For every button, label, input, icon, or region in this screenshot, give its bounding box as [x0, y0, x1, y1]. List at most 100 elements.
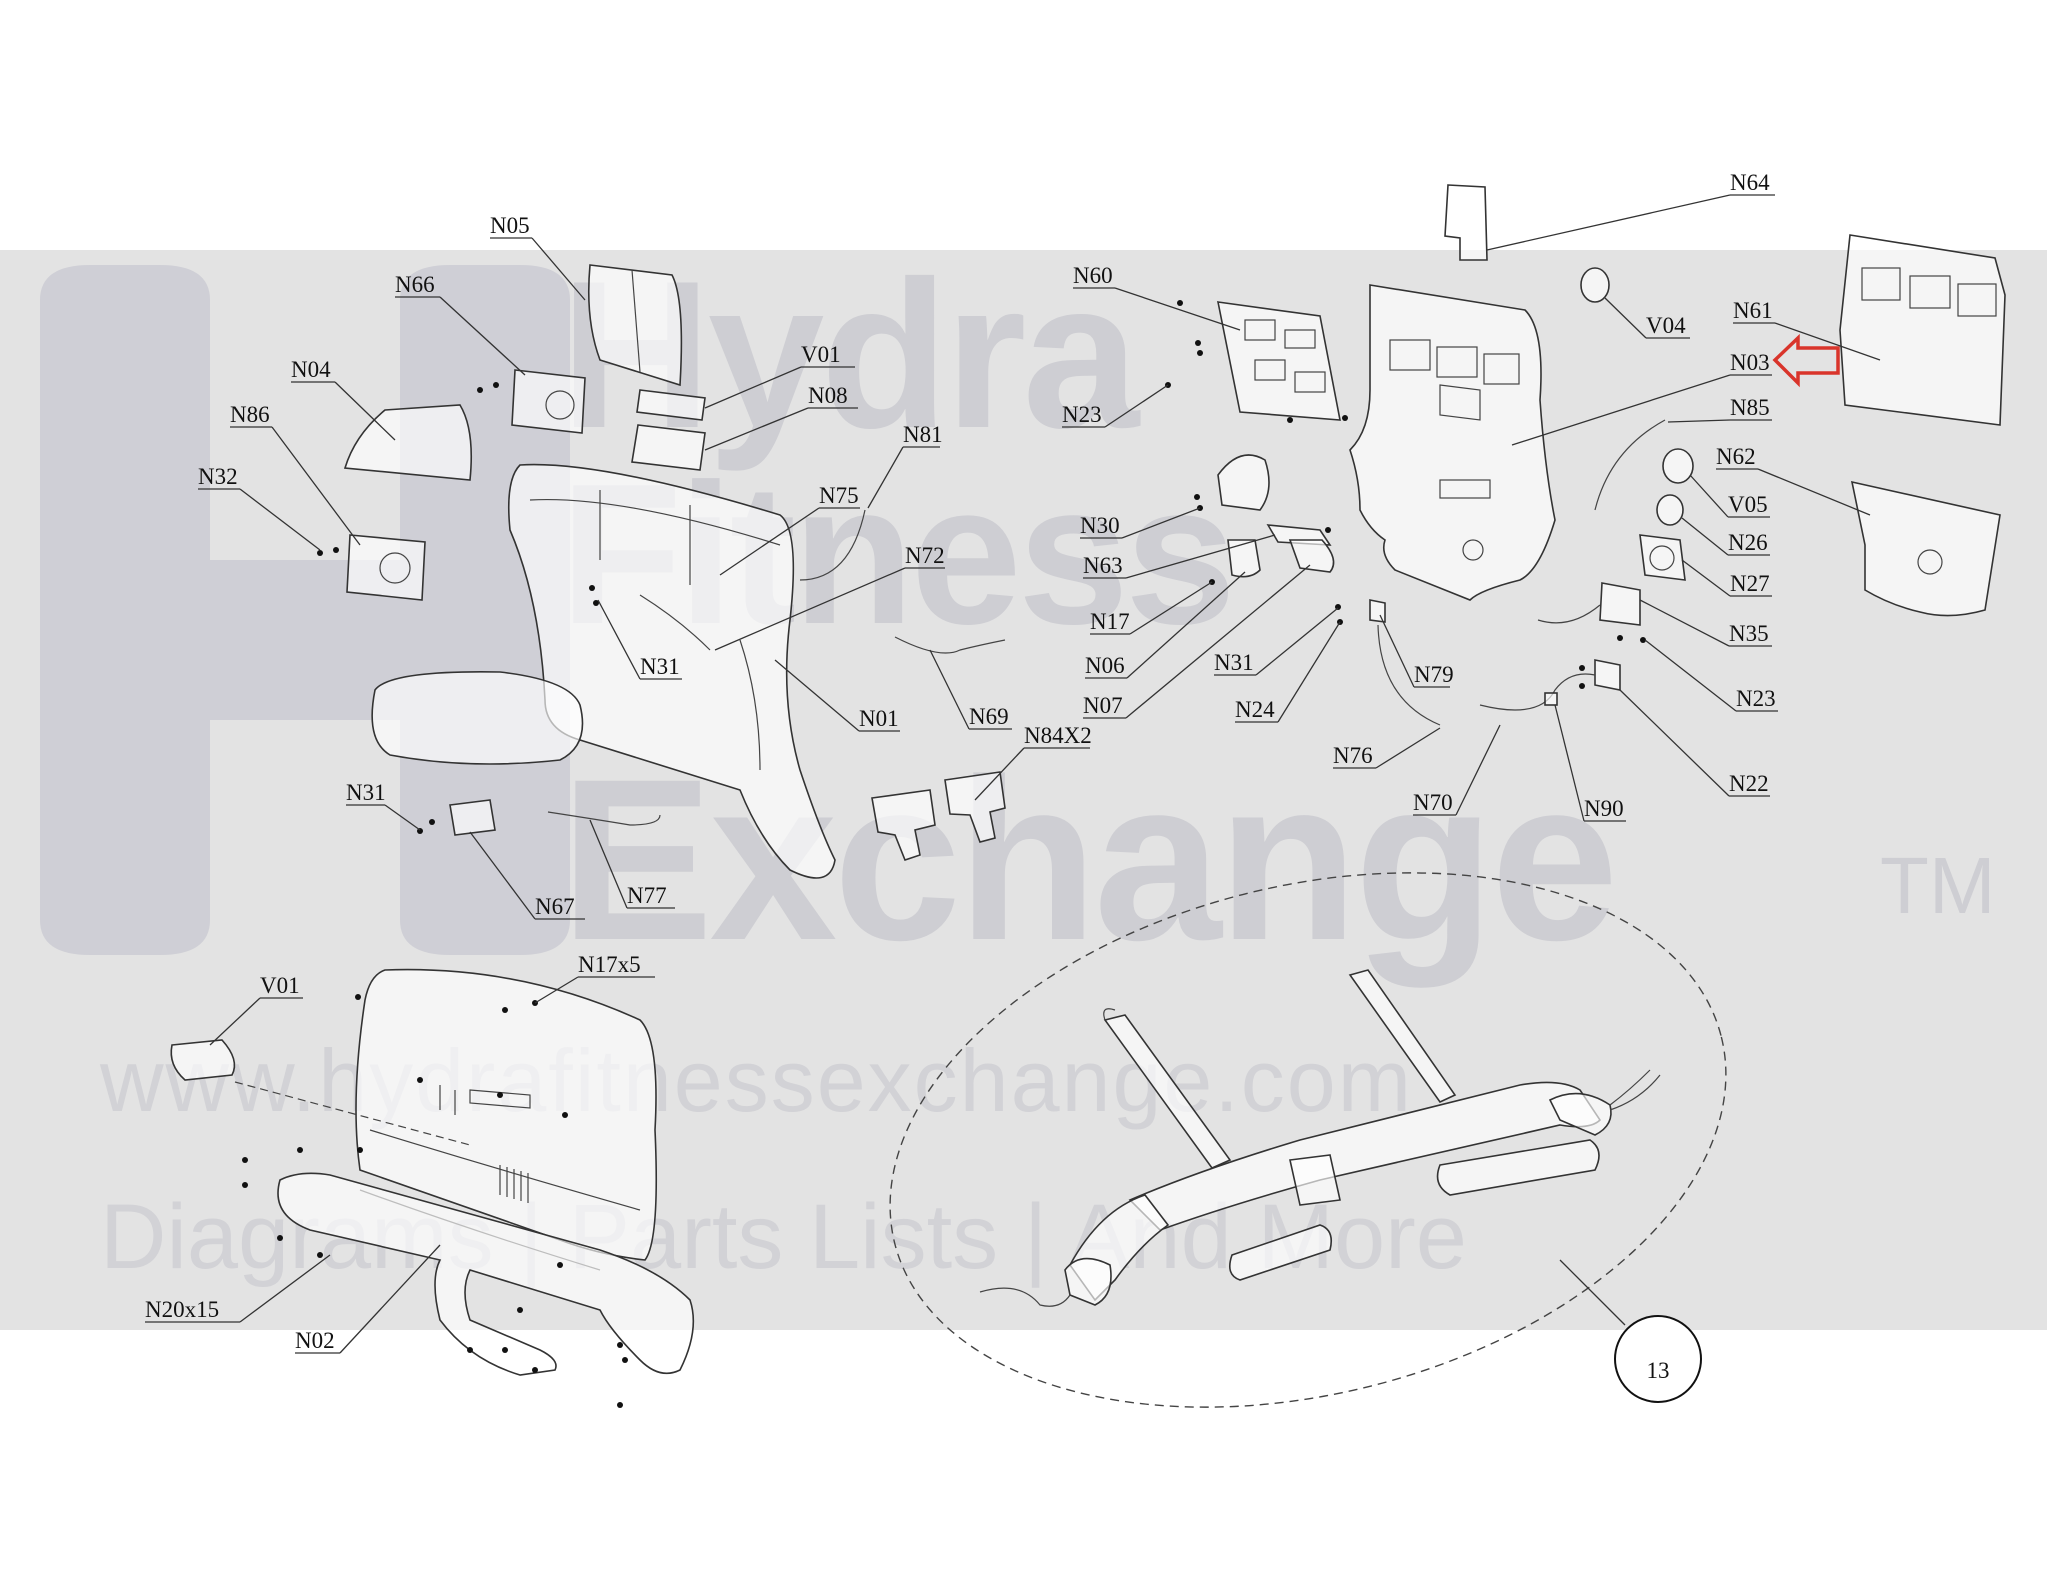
cable-n69: [894, 636, 1006, 654]
part-n61-overlay: [1839, 234, 2006, 426]
part-n08-sticker: [631, 424, 706, 471]
label-n26: N26: [1728, 530, 1768, 555]
label-v05: V05: [1728, 492, 1768, 517]
part-n05-cover: [588, 264, 683, 387]
dashed-group-outline: [889, 872, 1727, 1408]
label-n23-a: N23: [1062, 402, 1102, 427]
part-grip-right: [1436, 1139, 1600, 1196]
part-v05-ring: [1662, 448, 1694, 484]
part-n35-board: [1599, 582, 1641, 626]
part-n01-console: [507, 463, 836, 879]
screws-left-bottom: [242, 994, 628, 1408]
label-n03: N03: [1730, 350, 1770, 375]
part-v04-ring: [1580, 267, 1610, 303]
label-n30: N30: [1080, 513, 1120, 538]
cable-n35: [1537, 604, 1601, 624]
label-n23-b: N23: [1736, 686, 1776, 711]
label-n72: N72: [905, 543, 945, 568]
part-n27-fan: [1639, 534, 1686, 581]
part-n04-cover: [343, 404, 473, 481]
part-n84-bracket-b: [944, 771, 1006, 843]
part-grip-center: [1229, 1224, 1333, 1281]
label-n31-a: N31: [640, 654, 680, 679]
label-n85: N85: [1730, 395, 1770, 420]
part-center-arm: [1289, 1154, 1341, 1206]
handlebar-frame-assembly: [889, 872, 1727, 1408]
label-n79: N79: [1414, 662, 1454, 687]
part-right-end: [1548, 1092, 1612, 1136]
part-n02-lower-shroud: [277, 1172, 695, 1376]
part-v01-sticker: [636, 389, 706, 421]
part-n06-hinge: [1227, 539, 1261, 578]
right-console-assembly: [1165, 184, 2006, 726]
label-v01-bottom: V01: [260, 973, 300, 998]
label-n67: N67: [535, 894, 575, 919]
part-n03-console-frame: [1349, 284, 1556, 601]
label-n63: N63: [1083, 553, 1123, 578]
label-n69: N69: [969, 704, 1009, 729]
label-n17: N17: [1090, 609, 1130, 634]
part-n26-ring: [1656, 494, 1684, 526]
cable-right-end: [1609, 1069, 1661, 1111]
label-n31-b: N31: [346, 780, 386, 805]
part-n60-plate: [1216, 301, 1341, 421]
cable-left-end: [979, 1287, 1071, 1307]
callout-13: 13: [1559, 1259, 1702, 1403]
screws-left-top: [317, 382, 599, 834]
label-n75: N75: [819, 483, 859, 508]
part-n32-plate: [346, 534, 426, 601]
label-n35: N35: [1729, 621, 1769, 646]
watermark-trademark: TM: [1880, 841, 1996, 930]
left-console-assembly: [317, 264, 1006, 879]
part-n67-plate: [449, 799, 496, 836]
label-n06: N06: [1085, 653, 1125, 678]
label-n62: N62: [1716, 444, 1756, 469]
part-n90-clip: [1544, 692, 1558, 706]
label-n05: N05: [490, 213, 530, 238]
label-n70: N70: [1413, 790, 1453, 815]
cable-n76: [1377, 624, 1441, 726]
part-n84-bracket-a: [871, 789, 936, 861]
label-n64: N64: [1730, 170, 1770, 195]
label-n31-c: N31: [1214, 650, 1254, 675]
label-n27: N27: [1730, 571, 1770, 596]
part-v01-handle: [170, 1039, 236, 1081]
part-upright-right: [1348, 969, 1457, 1104]
cable-n72: [639, 594, 711, 651]
part-upright-left: [1103, 1014, 1232, 1169]
label-n90: N90: [1584, 796, 1624, 821]
label-n07: N07: [1083, 693, 1123, 718]
part-n22-bracket: [1594, 659, 1621, 691]
part-n07-hinge: [1288, 539, 1335, 573]
watermark-band: [0, 250, 2047, 1330]
part-n64-sticker: [1444, 184, 1488, 261]
left-bottom-assembly: [170, 968, 695, 1408]
label-n76: N76: [1333, 743, 1373, 768]
label-n84x2: N84X2: [1024, 723, 1092, 748]
label-n86: N86: [230, 402, 270, 427]
label-n77: N77: [627, 883, 667, 908]
label-v04: V04: [1646, 313, 1686, 338]
cable-n70: [1479, 673, 1596, 711]
part-n62-overlay: [1850, 480, 2001, 617]
part-n30-fan: [1217, 454, 1270, 511]
callout-number: 13: [1647, 1358, 1670, 1383]
label-v01-top: V01: [801, 342, 841, 367]
cable-n81: [799, 509, 866, 581]
label-n01: N01: [859, 706, 899, 731]
label-n32: N32: [198, 464, 238, 489]
labels-left: N05 N66 N04 N86 N32 V01 N08 N81 N75 N72 …: [145, 213, 1092, 1354]
label-n61: N61: [1733, 298, 1773, 323]
part-n79-hinge: [1369, 599, 1386, 623]
label-n81: N81: [903, 422, 943, 447]
cable-n85: [1594, 419, 1666, 511]
cable-n77: [547, 811, 661, 826]
label-n17x5: N17x5: [578, 952, 641, 977]
part-pad: [371, 671, 584, 765]
labels-right: N64 N60 N23 V04 N61 N03 N85 N62 V05 N26 …: [1062, 170, 1881, 822]
label-n66: N66: [395, 272, 435, 297]
label-n22: N22: [1729, 771, 1769, 796]
label-n60: N60: [1073, 263, 1113, 288]
